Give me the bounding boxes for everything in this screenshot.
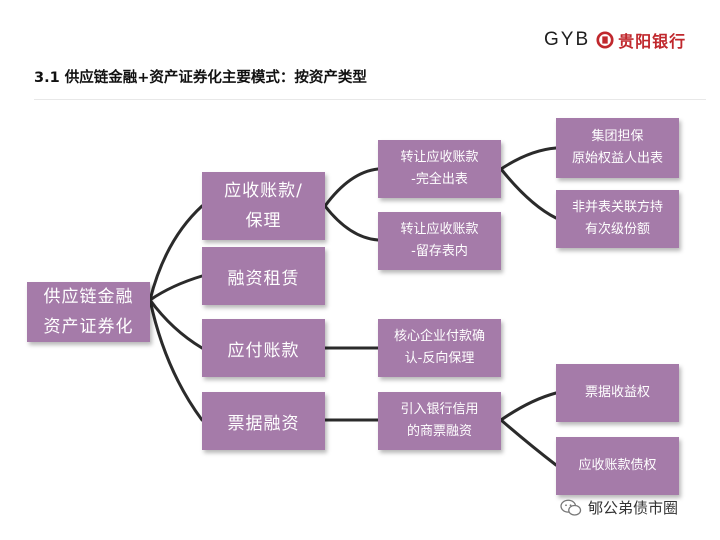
root-node: 供应链金融 资产证券化 — [27, 282, 150, 342]
mode-bank-credit-bills: 引入银行信用 的商票融资 — [378, 392, 501, 450]
mode-label: 转让应收账款 -完全出表 — [400, 150, 479, 187]
bank-logo-icon — [596, 31, 614, 49]
wechat-icon — [560, 499, 582, 516]
link-mode1-detail1 — [499, 146, 558, 171]
logo-text: GYB — [544, 29, 591, 50]
detail-label: 应收账款债权 — [578, 458, 657, 473]
link-mode1-detail2 — [499, 167, 558, 220]
category-payables: 应付账款 — [202, 319, 325, 377]
detail-receivable-claim: 应收账款债权 — [556, 437, 679, 495]
link-root-payables — [148, 298, 204, 350]
detail-label: 非并表关联方持 有次级份额 — [571, 200, 663, 237]
category-label: 票据融资 — [227, 413, 300, 434]
mode-reverse-factoring: 核心企业付款确 认-反向保理 — [378, 319, 501, 377]
mode-transfer-full: 转让应收账款 -完全出表 — [378, 140, 501, 198]
detail-label: 票据收益权 — [584, 385, 650, 400]
link-receivables-mode2 — [323, 204, 380, 242]
bank-name: 贵阳银行 — [618, 32, 687, 51]
detail-bill-income-right: 票据收益权 — [556, 364, 679, 422]
detail-group-guarantee: 集团担保 原始权益人出表 — [556, 118, 679, 178]
watermark-text: 郇公弟债市圈 — [588, 499, 679, 517]
mode-label: 核心企业付款确 认-反向保理 — [393, 329, 485, 366]
watermark: 郇公弟债市圈 — [560, 497, 678, 518]
link-root-receivables — [148, 204, 204, 302]
mode-label: 转让应收账款 -留存表内 — [400, 222, 479, 259]
link-mode4-detail4 — [499, 418, 558, 467]
detail-label: 集团担保 原始权益人出表 — [571, 129, 663, 166]
title-divider — [34, 99, 706, 100]
root-label: 供应链金融 资产证券化 — [43, 287, 134, 337]
mode-transfer-retained: 转让应收账款 -留存表内 — [378, 212, 501, 270]
category-label: 应付账款 — [227, 340, 300, 361]
bank-logo: GYB 贵阳银行 — [544, 28, 686, 52]
page-title: 3.1 供应链金融+资产证券化主要模式：按资产类型 — [34, 70, 367, 86]
category-label: 应收账款/ 保理 — [224, 181, 303, 231]
link-root-leasing — [148, 274, 204, 302]
link-mode4-detail3 — [499, 391, 558, 422]
category-bills: 票据融资 — [202, 392, 325, 450]
link-receivables-mode1 — [323, 167, 380, 208]
category-label: 融资租赁 — [227, 268, 300, 289]
mode-label: 引入银行信用 的商票融资 — [400, 402, 479, 439]
category-leasing: 融资租赁 — [202, 247, 325, 305]
link-root-bills — [148, 298, 204, 422]
detail-related-party: 非并表关联方持 有次级份额 — [556, 190, 679, 248]
category-receivables: 应收账款/ 保理 — [202, 172, 325, 240]
